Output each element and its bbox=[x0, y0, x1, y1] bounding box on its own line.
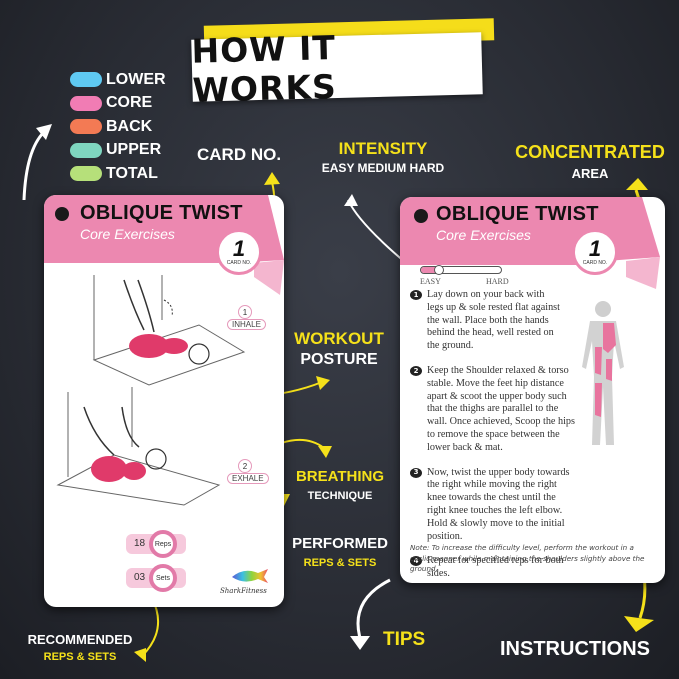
breath-step-label: INHALE bbox=[227, 319, 266, 330]
instruction-step: 3 Now, twist the upper body towards the … bbox=[410, 467, 575, 544]
instructions-annotation: INSTRUCTIONS bbox=[500, 638, 650, 660]
exercise-illustration-inhale bbox=[92, 275, 246, 386]
page-title: HOW IT WORKS bbox=[191, 28, 338, 110]
legend-label: LOWER bbox=[106, 70, 166, 88]
card-number-caption: CARD NO. bbox=[582, 260, 608, 266]
instruction-list: 1 Lay down on your back with legs up & s… bbox=[410, 289, 575, 583]
instruction-step: 1 Lay down on your back with legs up & s… bbox=[410, 289, 575, 353]
intensity-knob bbox=[434, 265, 444, 275]
step-text: Keep the Shoulder relaxed & torso stable… bbox=[427, 364, 575, 453]
legend-swatch bbox=[70, 95, 102, 111]
front-card: OBLIQUE TWIST Core Exercises 1 CARD NO. … bbox=[44, 195, 284, 607]
legend-swatch bbox=[70, 72, 102, 88]
reps-label: Reps bbox=[149, 530, 177, 558]
step-text: Now, twist the upper body towards the ri… bbox=[427, 466, 570, 542]
intensity-max-label: HARD bbox=[486, 277, 509, 286]
step-number-icon: 4 bbox=[410, 556, 422, 567]
card-dot bbox=[414, 209, 428, 223]
concentrated-area-annotation: CONCENTRATED AREA bbox=[506, 142, 674, 181]
title-banner: HOW IT WORKS bbox=[191, 28, 483, 110]
card-number-caption: CARD NO. bbox=[226, 260, 252, 266]
intensity-min-label: EASY bbox=[420, 277, 441, 286]
legend-swatch bbox=[70, 119, 102, 135]
card-header bbox=[44, 195, 242, 263]
back-card: OBLIQUE TWIST Core Exercises 1 CARD NO. … bbox=[400, 197, 665, 583]
breath-step-number: 2 bbox=[238, 459, 252, 473]
sets-value: 03 bbox=[134, 572, 146, 583]
card-subtitle: Core Exercises bbox=[80, 226, 175, 242]
legend-item-lower: LOWER bbox=[70, 68, 166, 92]
recommended-annotation-sub: REPS & SETS bbox=[43, 651, 117, 664]
recommended-annotation-title: RECOMMENDED bbox=[27, 632, 133, 647]
legend-item-back: BACK bbox=[70, 115, 166, 139]
intensity-fill bbox=[421, 267, 439, 273]
card-subtitle: Core Exercises bbox=[436, 227, 531, 243]
arrow-head-icon bbox=[36, 124, 52, 140]
legend-swatch bbox=[70, 142, 102, 158]
reps-value: 18 bbox=[134, 538, 146, 549]
workout-posture-annotation: WORKOUT POSTURE bbox=[286, 329, 392, 368]
card-header-fold bbox=[606, 197, 660, 289]
legend-label: UPPER bbox=[106, 141, 162, 159]
muscle-map-figure bbox=[582, 301, 624, 445]
recommended-annotation: RECOMMENDED REPS & SETS bbox=[18, 632, 142, 664]
card-number: 1 bbox=[588, 236, 602, 261]
arrow-icon bbox=[22, 130, 46, 201]
concentrated-annotation-sub: AREA bbox=[571, 165, 609, 181]
breathing-annotation: BREATHING TECHNIQUE bbox=[290, 468, 390, 502]
card-no-annotation: CARD NO. bbox=[197, 145, 282, 164]
breath-step-number: 1 bbox=[238, 305, 252, 319]
exercise-illustration-exhale bbox=[56, 387, 221, 506]
card-title: OBLIQUE TWIST bbox=[436, 203, 599, 225]
instruction-step: 4 Repeat for specified reps for both sid… bbox=[410, 555, 575, 581]
brand-name: SharkFitness bbox=[220, 587, 267, 595]
workout-annotation-sub: POSTURE bbox=[300, 350, 378, 368]
workout-annotation-title: WORKOUT bbox=[294, 329, 384, 348]
performed-annotation-sub: REPS & SETS bbox=[303, 556, 377, 569]
step-text: Lay down on your back with legs up & sol… bbox=[427, 289, 560, 352]
breath-step-label: EXHALE bbox=[227, 473, 269, 484]
breathing-annotation-sub: TECHNIQUE bbox=[307, 489, 373, 502]
card-number-badge: 1 CARD NO. bbox=[572, 229, 618, 275]
legend-label: BACK bbox=[106, 117, 153, 135]
shark-logo-icon bbox=[232, 569, 268, 583]
legend-item-upper: UPPER bbox=[70, 139, 166, 163]
legend-swatch bbox=[70, 166, 102, 182]
instruction-step: 2 Keep the Shoulder relaxed & torso stab… bbox=[410, 365, 575, 455]
breathing-annotation-title: BREATHING bbox=[295, 468, 385, 485]
performed-annotation: PERFORMED REPS & SETS bbox=[288, 535, 392, 569]
card-title: OBLIQUE TWIST bbox=[80, 202, 243, 224]
legend-item-core: CORE bbox=[70, 92, 166, 116]
step-number-icon: 1 bbox=[410, 290, 422, 300]
tip-note: Note: To increase the difficulty level, … bbox=[410, 543, 645, 573]
sets-label: Sets bbox=[149, 564, 177, 592]
step-number-icon: 2 bbox=[410, 365, 422, 376]
card-number-badge: 1 CARD NO. bbox=[216, 229, 262, 275]
step-number-icon: 3 bbox=[410, 467, 422, 478]
performed-annotation-title: PERFORMED bbox=[292, 535, 388, 552]
card-dot bbox=[55, 207, 69, 221]
intensity-annotation-sub: EASY MEDIUM HARD bbox=[321, 160, 445, 175]
intensity-annotation: INTENSITY EASY MEDIUM HARD bbox=[318, 139, 448, 175]
concentrated-annotation-title: CONCENTRATED bbox=[515, 142, 665, 162]
legend-item-total: TOTAL bbox=[70, 162, 166, 186]
legend-label: TOTAL bbox=[106, 164, 158, 182]
intensity-annotation-title: INTENSITY bbox=[338, 139, 428, 158]
intensity-meter bbox=[420, 265, 502, 275]
card-number: 1 bbox=[232, 236, 246, 261]
step-text: Repeat for specified reps for both sides… bbox=[427, 555, 564, 580]
legend-label: CORE bbox=[106, 94, 153, 112]
category-legend: LOWER CORE BACK UPPER TOTAL bbox=[70, 68, 166, 186]
tips-annotation: TIPS bbox=[383, 629, 426, 650]
